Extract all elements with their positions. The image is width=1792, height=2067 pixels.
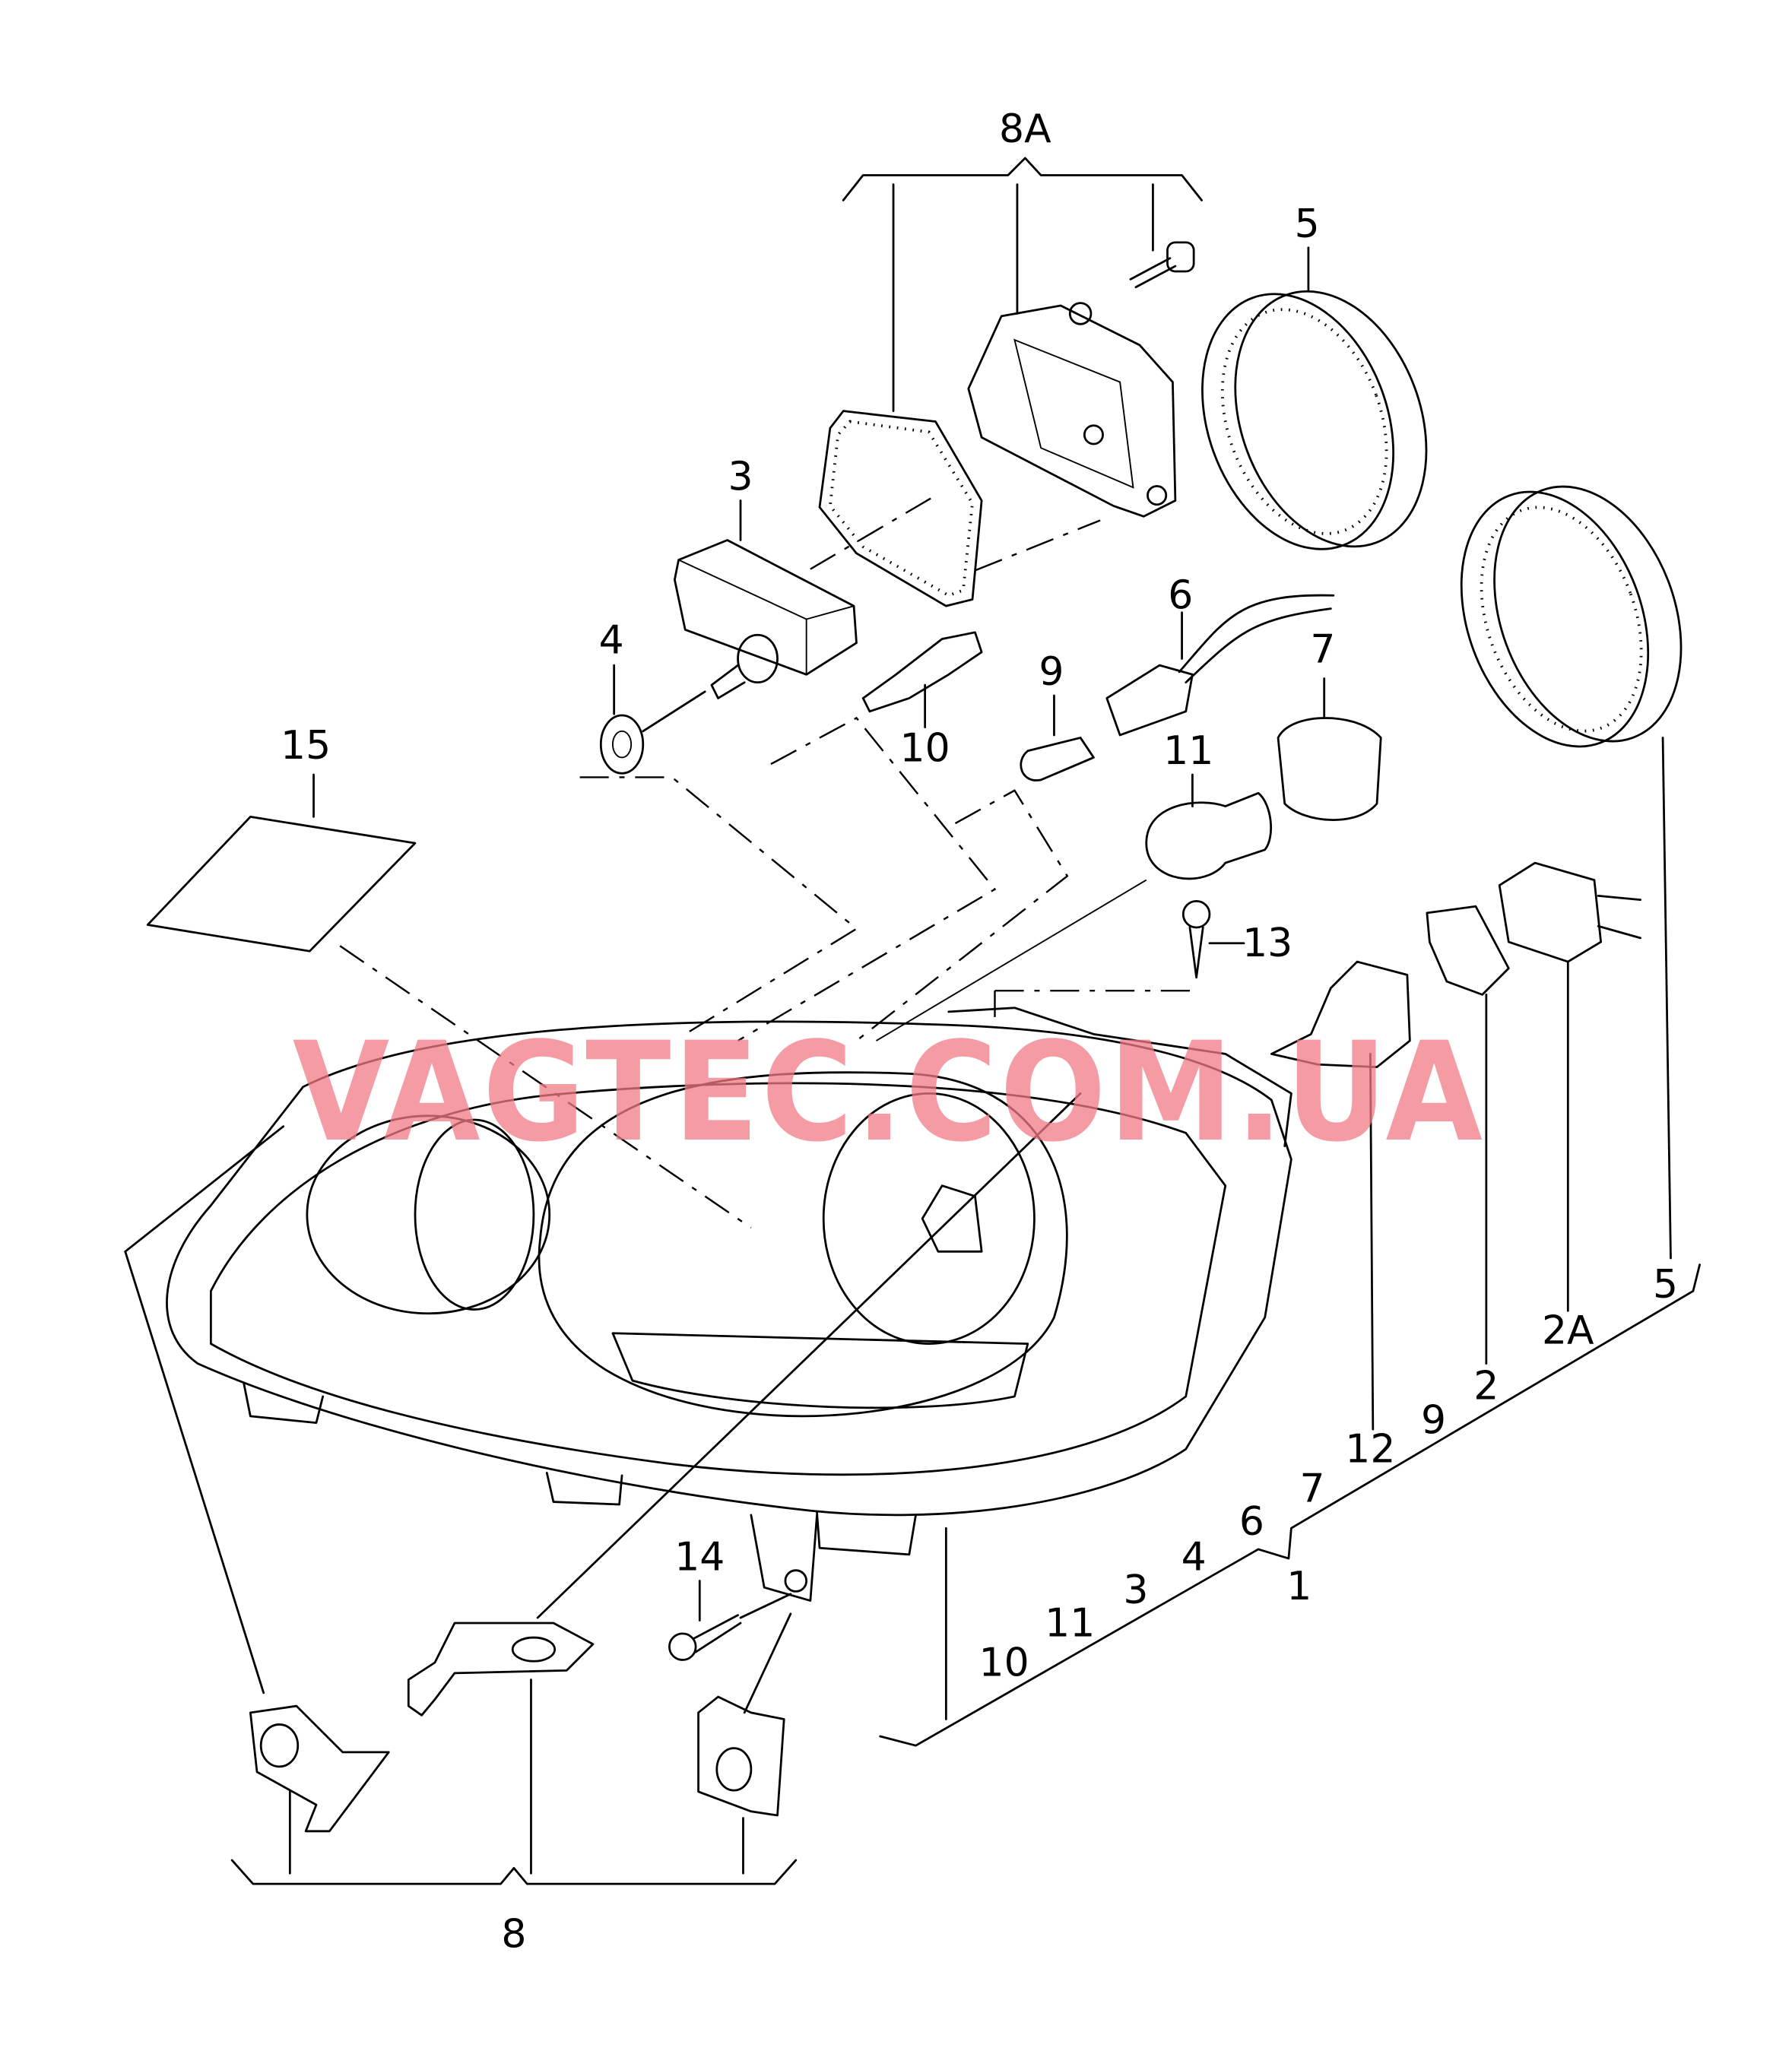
mounting-bracket-1: [249, 1704, 390, 1833]
callout-2A: 2A: [1542, 1308, 1594, 1354]
callout-10: 10: [900, 726, 950, 772]
bulb-h1: [861, 631, 983, 728]
callout-4: 4: [599, 618, 624, 664]
callout-7: 7: [1310, 627, 1335, 673]
mounting-bracket-3: [697, 1695, 785, 1817]
control-unit-housing: [967, 302, 1177, 518]
screw-icon: [1129, 241, 1195, 289]
cover-cap-2: [1460, 485, 1683, 1260]
callout-3: 3: [1123, 1568, 1148, 1613]
gasket: [818, 410, 983, 607]
callout-14: 14: [674, 1535, 725, 1580]
bracket-8A: [842, 157, 1203, 413]
callout-13: 13: [1242, 921, 1292, 966]
screw-14: [668, 1580, 792, 1661]
callout-4: 4: [1181, 1535, 1207, 1580]
callout-8: 8: [501, 1911, 526, 1957]
callout-5: 5: [1295, 201, 1320, 247]
bulb-w5w: [1020, 694, 1095, 781]
callout-5: 5: [1653, 1262, 1678, 1308]
callout-11: 11: [1163, 728, 1213, 774]
callout-15: 15: [281, 723, 331, 769]
bulb-socket: [1426, 905, 1510, 1365]
mounting-bracket-2: [407, 1622, 595, 1717]
callout-7: 7: [1300, 1466, 1325, 1512]
headlight-assembly: [166, 1007, 1292, 1602]
washer-icon: [599, 664, 706, 775]
callout-11: 11: [1045, 1600, 1095, 1646]
callout-12: 12: [1345, 1427, 1395, 1473]
screw-13: [1181, 899, 1245, 979]
bulb-holder: [1277, 677, 1382, 821]
watermark: VAGTEC.COM.UA: [293, 1013, 1485, 1172]
callout-2: 2: [1473, 1363, 1499, 1409]
callout-9: 9: [1039, 649, 1064, 695]
callout-1: 1: [1286, 1564, 1311, 1609]
label-sheet: [146, 816, 417, 953]
bulb-h7: [1270, 960, 1411, 1431]
callout-3: 3: [728, 455, 753, 500]
callout-10: 10: [979, 1640, 1029, 1685]
callout-6: 6: [1239, 1499, 1264, 1545]
leveling-motor: [673, 499, 858, 699]
cover-cap-1: [1201, 246, 1428, 550]
connector-2A: [1498, 861, 1642, 1312]
callout-8A: 8A: [999, 106, 1051, 152]
bulb-p21w: [1145, 773, 1273, 880]
socket-with-wires: [1105, 594, 1335, 737]
callout-6: 6: [1168, 573, 1193, 619]
callout-9: 9: [1421, 1397, 1446, 1443]
